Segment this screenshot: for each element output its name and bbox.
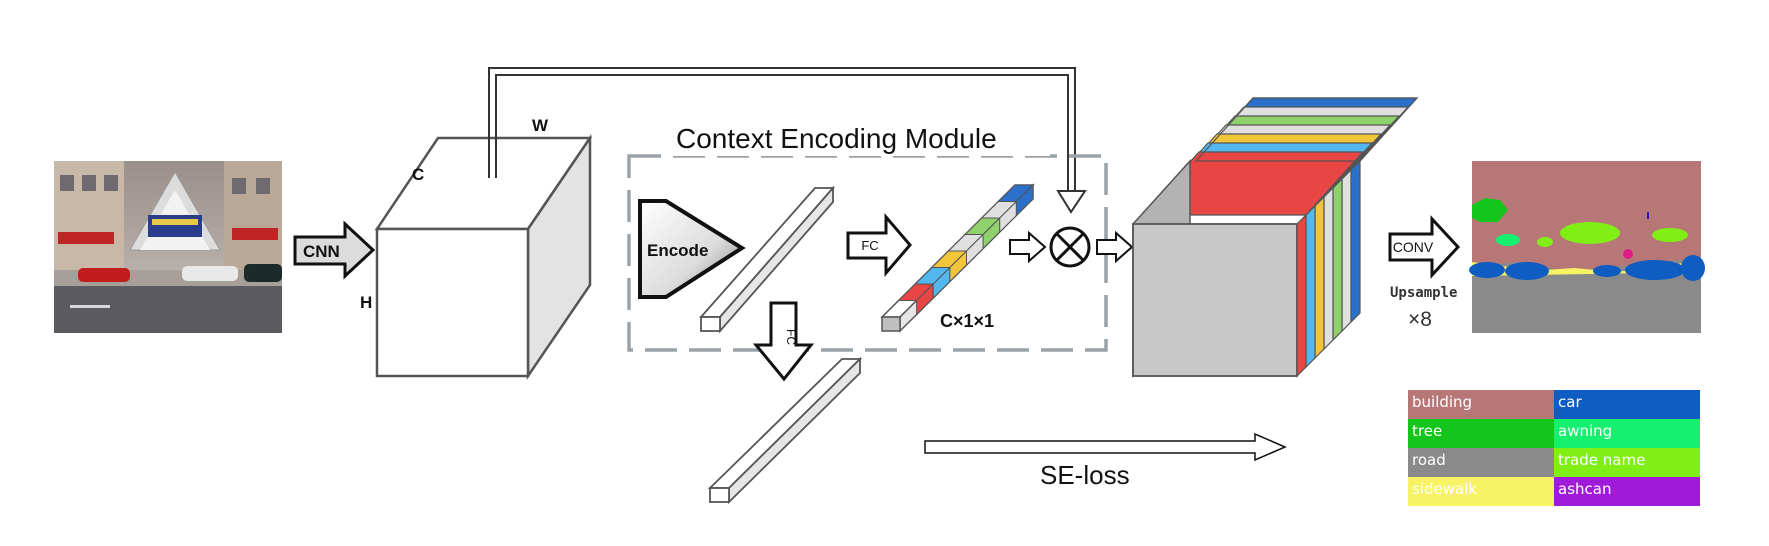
feature-layer-side <box>1332 177 1343 342</box>
to-multiply-arrow <box>1009 230 1047 264</box>
feature-cube: C W H <box>360 116 593 381</box>
upsample-factor-label: ×8 <box>1408 308 1432 331</box>
legend-item-road: road <box>1408 448 1554 477</box>
input-photo <box>54 161 282 333</box>
dim-h-label: H <box>360 293 372 312</box>
multiply-operator <box>1049 226 1091 268</box>
feature-layer-side <box>1296 213 1307 378</box>
legend-item-car: car <box>1554 390 1700 419</box>
feature-layer-side <box>1341 168 1352 333</box>
feature-layer-side <box>1314 195 1325 360</box>
context-encoding-module-box: Context Encoding Module <box>627 122 1108 352</box>
legend-item-tree: tree <box>1408 419 1554 448</box>
se-loss-label: SE-loss <box>1040 460 1130 490</box>
fc-arrow: FC <box>846 212 912 278</box>
conv-label: CONV <box>1393 239 1434 255</box>
legend-item-ashcan: ashcan <box>1554 477 1700 506</box>
encode-block: Encode <box>638 199 746 299</box>
cnn-label: CNN <box>303 242 340 261</box>
skip-connection <box>488 67 1087 214</box>
legend-item-trade-name: trade name <box>1554 448 1700 477</box>
legend-item-sidewalk: sidewalk <box>1408 477 1554 506</box>
cnn-arrow: CNN <box>293 220 376 280</box>
output-feature-map <box>1132 97 1419 378</box>
dim-c-label: C <box>412 165 424 184</box>
vector-dims-label: C×1×1 <box>940 311 994 331</box>
fc-label: FC <box>861 238 878 253</box>
conv-arrow: CONV Upsample ×8 <box>1388 215 1461 331</box>
to-output-arrow <box>1096 230 1134 264</box>
attention-vector: C×1×1 <box>880 183 1035 333</box>
feature-layer-side <box>1323 186 1334 351</box>
feature-layer-side <box>1350 159 1361 324</box>
upsample-label: Upsample <box>1390 285 1457 301</box>
legend-item-awning: awning <box>1554 419 1700 448</box>
segmentation-output <box>1469 161 1705 333</box>
dim-w-label: W <box>532 116 549 135</box>
legend-item-building: building <box>1408 390 1554 419</box>
feature-stack-outline <box>1194 97 1419 162</box>
fc-branch-arrow: FC <box>752 301 815 382</box>
encoded-feature-bar <box>699 185 835 334</box>
feature-layer-side <box>1305 204 1316 369</box>
fc-branch-label: FC <box>784 329 798 345</box>
module-title: Context Encoding Module <box>676 123 997 154</box>
encode-label: Encode <box>647 241 708 260</box>
se-branch-bar <box>707 356 863 505</box>
class-legend: building car tree awning road trade name… <box>1408 390 1700 506</box>
vector-cell-side <box>1015 183 1034 217</box>
se-loss-arrow: SE-loss <box>924 432 1287 490</box>
